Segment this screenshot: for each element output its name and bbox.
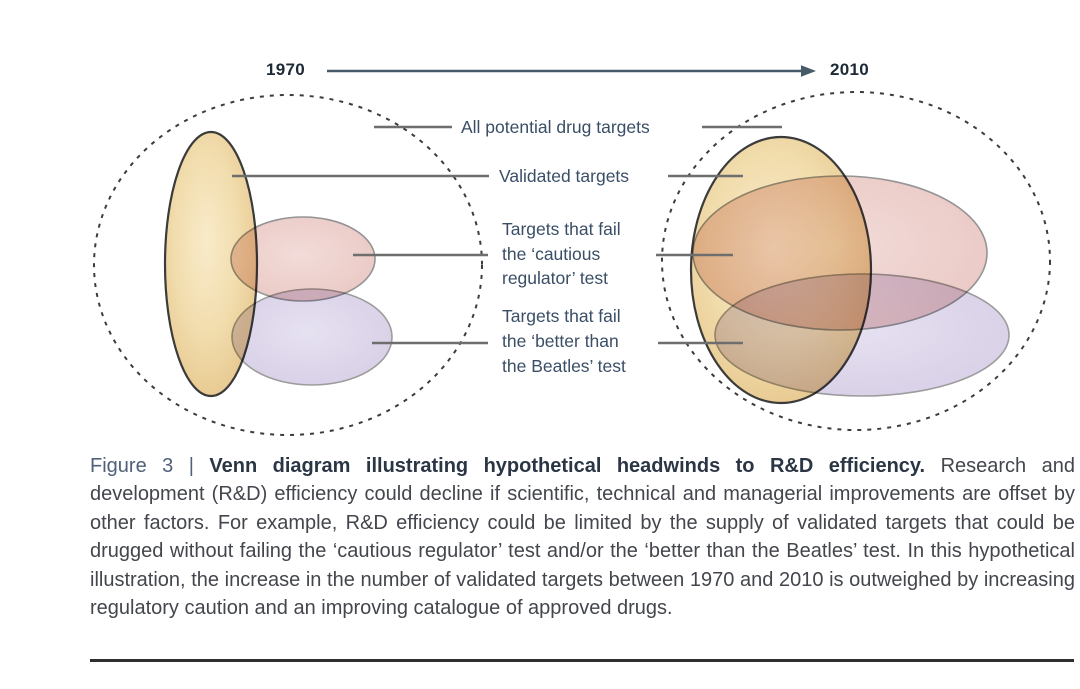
label-beatles-line2: the ‘better than — [502, 331, 619, 351]
timeline-arrow — [327, 65, 816, 77]
all-targets-boundary-1970 — [93, 94, 483, 436]
label-validated-targets: Validated targets — [499, 166, 630, 186]
label-all-potential-drug-targets: All potential drug targets — [461, 117, 650, 137]
caption-body: Research and development (R&D) efficienc… — [90, 455, 1076, 620]
better-than-beatles-ellipse-1970 — [231, 288, 393, 386]
all-targets-boundary-2010 — [661, 91, 1051, 431]
caption-figure-number: Figure 3 | — [90, 455, 210, 477]
year-label-1970: 1970 — [266, 60, 306, 79]
label-beatles-line3: the Beatles’ test — [502, 356, 626, 376]
label-cautious-line3: regulator’ test — [502, 268, 609, 288]
label-cautious-regulator-test: Targets that fail the ‘cautious regulato… — [502, 217, 621, 291]
leader-lines — [232, 125, 782, 345]
bottom-rule — [90, 659, 1074, 662]
caption-bold-title: Venn diagram illustrating hypothetical h… — [209, 455, 926, 477]
label-cautious-line1: Targets that fail — [502, 219, 621, 239]
label-cautious-line2: the ‘cautious — [502, 243, 601, 264]
figure-caption: Figure 3 | Venn diagram illustrating hyp… — [90, 452, 1075, 622]
cautious-regulator-ellipse-1970 — [230, 216, 376, 302]
label-better-than-beatles-test: Targets that fail the ‘better than the B… — [502, 304, 626, 379]
better-than-beatles-ellipse-2010 — [714, 273, 1010, 397]
year-label-2010: 2010 — [830, 60, 870, 79]
timeline-arrowhead-icon — [801, 65, 816, 77]
label-beatles-line1: Targets that fail — [502, 306, 621, 326]
